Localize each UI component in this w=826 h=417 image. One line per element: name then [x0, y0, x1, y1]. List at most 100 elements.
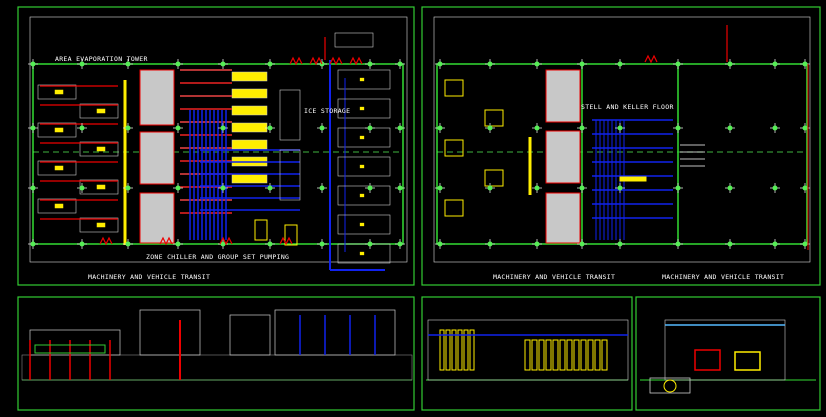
light-fixture-icon [125, 125, 131, 131]
equipment-tag [54, 89, 64, 95]
light-fixture-icon [30, 185, 36, 191]
light-fixture-icon [79, 61, 85, 67]
chiller-section [451, 329, 457, 371]
equipment-tag [96, 184, 106, 190]
chiller-unit [231, 71, 268, 82]
label-transit-left: MACHINERY AND VEHICLE TRANSIT [88, 273, 211, 281]
evaporation-tower-unit [37, 84, 77, 100]
light-fixture-icon [267, 185, 273, 191]
ice-storage-bank [337, 243, 391, 264]
light-fixture-icon [220, 125, 226, 131]
equipment-tag [54, 127, 64, 133]
light-fixture-icon [397, 185, 403, 191]
light-fixture-icon [220, 241, 226, 247]
light-fixture-icon [727, 241, 733, 247]
light-fixture-icon [30, 241, 36, 247]
section-wall [21, 354, 413, 381]
chiller-section [545, 339, 552, 371]
light-fixture-icon [175, 185, 181, 191]
light-fixture-icon [534, 185, 540, 191]
light-fixture-icon [772, 241, 778, 247]
section-room [139, 309, 201, 356]
equipment-box [444, 139, 464, 157]
light-fixture-icon [727, 125, 733, 131]
light-fixture-icon [125, 61, 131, 67]
light-fixture-icon [675, 241, 681, 247]
chiller-section [559, 339, 566, 371]
chiller-section [469, 329, 475, 371]
ice-storage-bank [337, 127, 391, 148]
light-fixture-icon [617, 185, 623, 191]
chiller-section [573, 339, 580, 371]
door-symbol [159, 236, 173, 246]
light-fixture-icon [367, 125, 373, 131]
light-fixture-icon [30, 125, 36, 131]
ice-storage-bank [337, 214, 391, 235]
label-evaporation-tower: AREA EVAPORATION TOWER [55, 55, 148, 63]
ice-storage-bank [337, 98, 391, 119]
ice-storage-bank [337, 185, 391, 206]
building-outline [433, 16, 811, 263]
chiller-section [566, 339, 573, 371]
light-fixture-icon [220, 185, 226, 191]
equipment-box [444, 199, 464, 217]
evaporation-tower-unit [79, 141, 119, 157]
label-transit-right-2: MACHINERY AND VEHICLE TRANSIT [662, 273, 785, 281]
light-fixture-icon [79, 185, 85, 191]
door-symbol [349, 56, 363, 66]
sheet-frame [421, 6, 821, 286]
door-symbol [289, 56, 303, 66]
equipment-box [484, 169, 504, 187]
storage-unit [334, 32, 374, 48]
equipment-tag [359, 135, 365, 140]
equipment-tag [359, 193, 365, 198]
label-ice-storage: ICE STORAGE [304, 107, 351, 115]
light-fixture-icon [367, 61, 373, 67]
evaporation-tower-unit [37, 160, 77, 176]
light-fixture-icon [617, 61, 623, 67]
chiller-section [463, 329, 469, 371]
chiller-section [524, 339, 531, 371]
generator [734, 351, 761, 371]
light-fixture-icon [437, 241, 443, 247]
slab-block [545, 130, 581, 184]
slab-block [545, 192, 581, 244]
light-fixture-icon [267, 61, 273, 67]
equipment-tag [54, 203, 64, 209]
light-fixture-icon [579, 61, 585, 67]
light-fixture-icon [79, 241, 85, 247]
ice-storage-bank [337, 156, 391, 177]
pump-unit [284, 224, 298, 246]
evaporation-tower-unit [37, 122, 77, 138]
sheet-frame [17, 6, 415, 286]
door-symbol [99, 236, 113, 246]
door-symbol [219, 236, 233, 246]
chiller-section [457, 329, 463, 371]
light-fixture-icon [367, 241, 373, 247]
door-symbol [309, 56, 323, 66]
sheet-frame [635, 296, 821, 411]
chiller-section [531, 339, 538, 371]
light-fixture-icon [397, 61, 403, 67]
light-fixture-icon [534, 125, 540, 131]
pit [649, 377, 691, 394]
sheet-frame [421, 296, 633, 411]
light-fixture-icon [79, 125, 85, 131]
light-fixture-icon [534, 241, 540, 247]
equipment-tag [359, 77, 365, 82]
evaporation-tower-unit [79, 103, 119, 119]
section-room [427, 319, 629, 381]
light-fixture-icon [319, 241, 325, 247]
light-fixture-icon [617, 125, 623, 131]
slab-block [545, 69, 581, 123]
light-fixture-icon [727, 185, 733, 191]
light-fixture-icon [675, 185, 681, 191]
section-room [274, 309, 396, 356]
light-fixture-icon [534, 61, 540, 67]
equipment-tag [359, 222, 365, 227]
light-fixture-icon [802, 61, 808, 67]
light-fixture-icon [397, 241, 403, 247]
light-fixture-icon [772, 61, 778, 67]
equipment-box [484, 109, 504, 127]
